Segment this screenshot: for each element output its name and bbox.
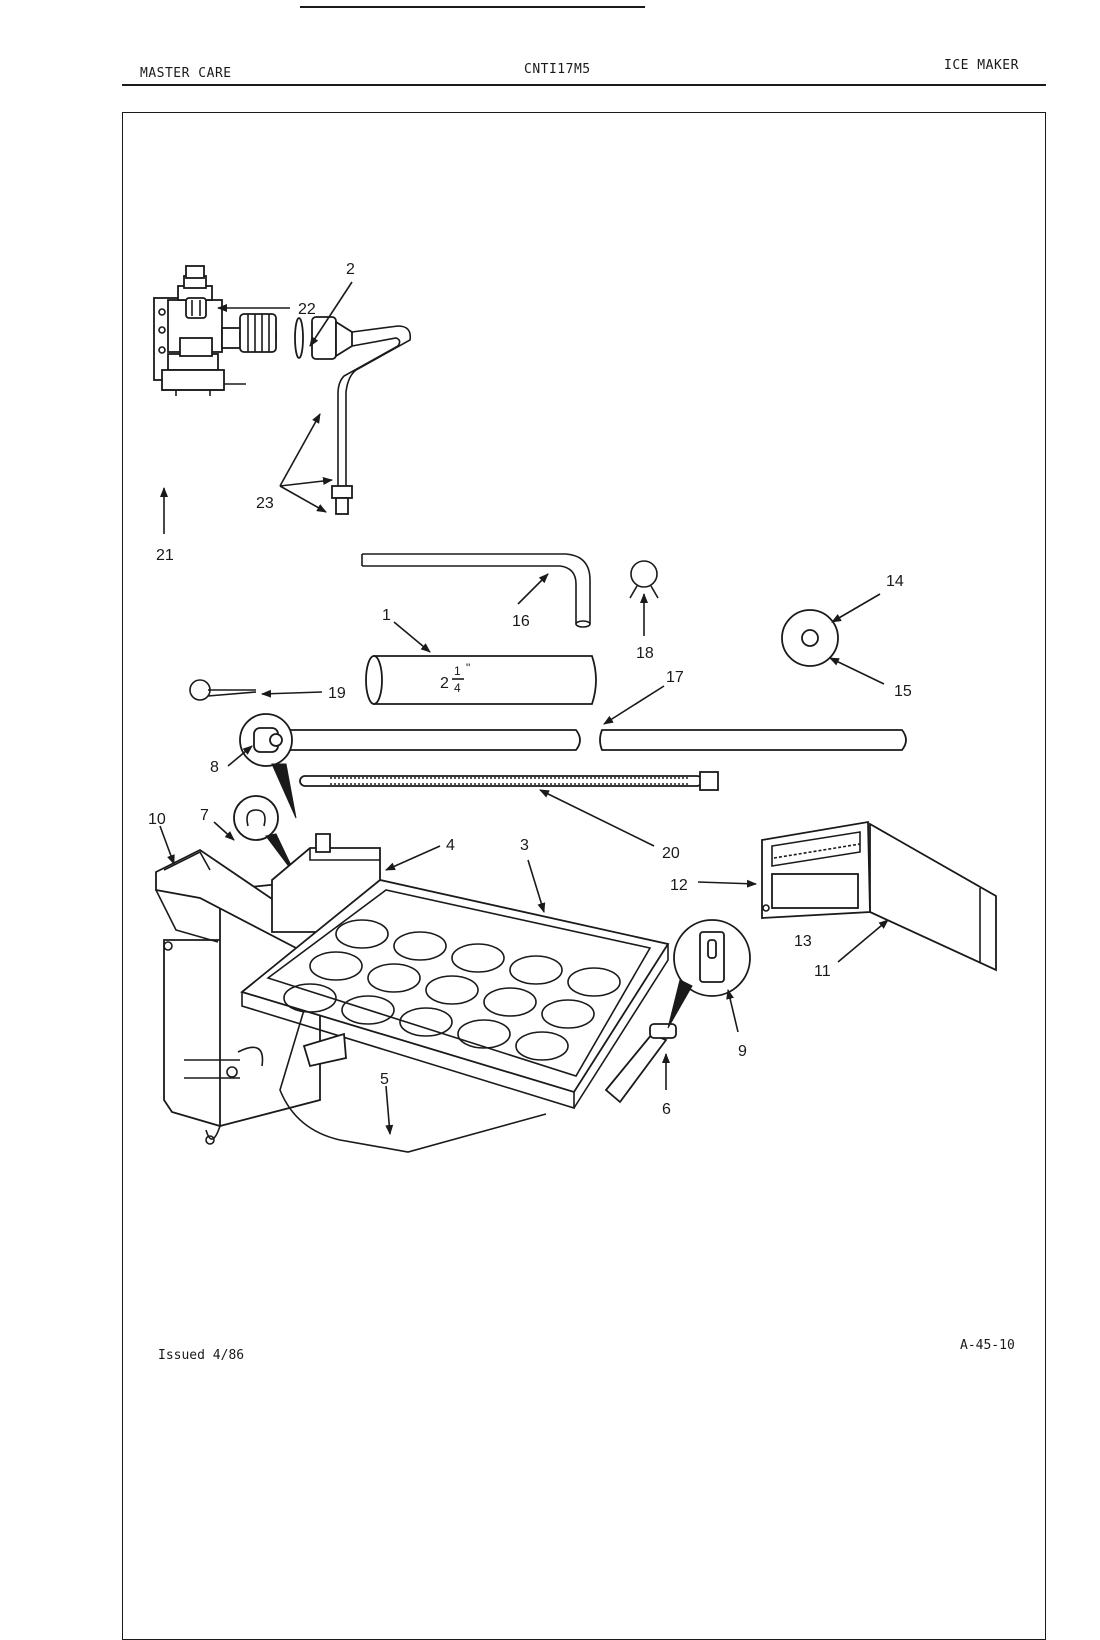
long-tube-left [286, 729, 581, 751]
header-section: ICE MAKER [944, 58, 1019, 73]
callout-12: 12 [670, 877, 688, 894]
tube-size-numerator: 1 [454, 664, 461, 678]
callout-19: 19 [328, 685, 346, 702]
callout-2: 2 [346, 261, 355, 278]
valve-washer [294, 317, 304, 359]
callout-20: 20 [662, 845, 680, 862]
callout-7: 7 [200, 807, 209, 824]
header-model: CNTI17M5 [524, 62, 591, 77]
cable-tie [299, 771, 719, 791]
callout-16: 16 [512, 613, 530, 630]
retaining-ring [233, 795, 297, 877]
callout-4: 4 [446, 837, 455, 854]
footer-page-code: A-45-10 [960, 1338, 1015, 1353]
callout-17: 17 [666, 669, 684, 686]
callout-21: 21 [156, 547, 174, 564]
callout-8: 8 [210, 759, 219, 776]
bent-fill-tube [361, 553, 591, 628]
ice-maker-exploded-diagram: 2 1 4 " [148, 261, 997, 1153]
callout-22: 22 [298, 301, 316, 318]
header-brand: MASTER CARE [140, 66, 232, 81]
ice-maker-cover [761, 820, 997, 972]
callout-3: 3 [520, 837, 529, 854]
ice-tray-cups [283, 919, 621, 1061]
callout-5: 5 [380, 1071, 389, 1088]
tube-size-whole: 2 [440, 675, 449, 692]
connector-tube: 2 1 4 " [365, 655, 597, 705]
tube-size-unit: " [466, 661, 470, 675]
callout-13: 13 [794, 933, 812, 950]
hose-clamp [629, 560, 659, 599]
callout-labels: 1 2 3 4 5 6 7 8 9 10 11 12 13 14 15 16 1… [148, 261, 912, 1118]
callout-23: 23 [256, 495, 274, 512]
water-valve [153, 265, 277, 396]
footer-issued: Issued 4/86 [158, 1348, 245, 1363]
ice-tray [240, 879, 670, 1110]
top-edge-line [300, 6, 645, 8]
callout-18: 18 [636, 645, 654, 662]
valve-coil-fitting [239, 313, 277, 353]
callout-1: 1 [382, 607, 391, 624]
callout-15: 15 [894, 683, 912, 700]
header-rule [122, 84, 1046, 86]
tube-clip [189, 679, 257, 701]
bearing-detail [667, 919, 751, 1029]
bearing [239, 713, 297, 819]
shut-off-arm-paddle [302, 1032, 347, 1068]
shut-off-arm [279, 1009, 547, 1153]
callout-11: 11 [814, 963, 831, 980]
callout-9: 9 [738, 1043, 747, 1060]
leader-lines [159, 281, 889, 1135]
callout-14: 14 [886, 573, 904, 590]
cover-label-panel [771, 873, 859, 909]
callout-6: 6 [662, 1101, 671, 1118]
tray-support [604, 1023, 677, 1104]
tube-size-denominator: 4 [454, 681, 461, 695]
washer-inner [801, 629, 819, 647]
callout-10: 10 [148, 811, 166, 828]
fitting-nut [185, 297, 207, 319]
long-tube-right [599, 729, 907, 751]
fill-tube-assembly [311, 316, 412, 515]
